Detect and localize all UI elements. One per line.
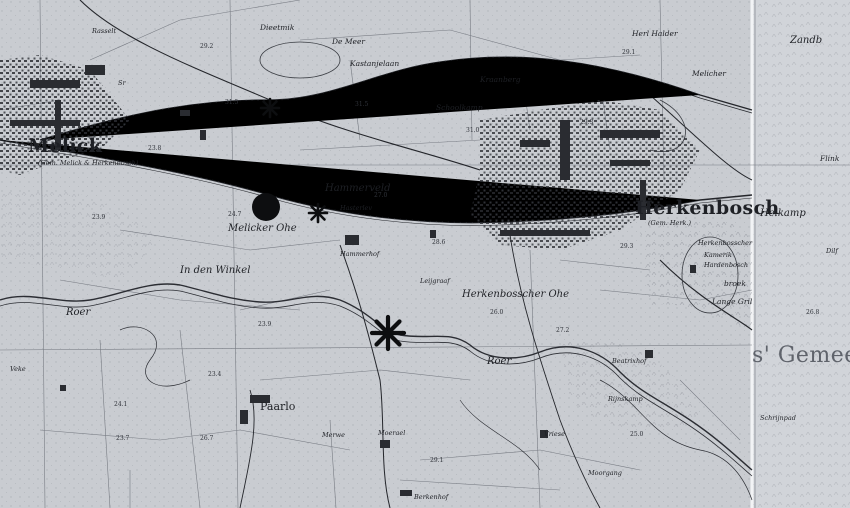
elevation-label: 23.9	[258, 321, 272, 328]
elevation-label: 27.2	[556, 327, 570, 334]
label-herkenbosch-sub: (Gem. Herk.)	[648, 219, 692, 227]
elevation-label: 24.1	[114, 401, 128, 408]
label-hasterlev: Hasterlev	[340, 204, 373, 212]
elevation-label: 26.7	[200, 435, 214, 442]
label-hammerhof: Hammerhof	[340, 250, 380, 258]
label-gemeente-partial: s' Gemee	[752, 343, 850, 368]
elevation-label: 29.1	[622, 49, 636, 56]
elevation-label: 26.8	[806, 309, 820, 316]
asterisk-marker-north	[259, 97, 281, 119]
herkenbosch-town-area	[470, 100, 700, 250]
label-broek: broek	[724, 279, 746, 288]
label-merwe: Merwe	[322, 431, 346, 439]
label-herkenbosscher-ohe: Herkenbosscher Ohe	[462, 289, 569, 300]
label-leijgraaf: Leijgraaf	[420, 277, 450, 285]
label-heikamp: Heikamp	[760, 208, 806, 219]
label-flink: Flink	[820, 154, 840, 163]
label-sr: Sr	[118, 79, 126, 87]
elevation-label: 23.7	[116, 435, 130, 442]
elevation-label: 28.6	[432, 239, 446, 246]
label-roer-west: Roer	[66, 307, 91, 318]
label-dieetmik: Dieetmik	[260, 23, 295, 32]
label-veke: Veke	[10, 365, 26, 373]
label-kraanberg: Kraanberg	[480, 75, 521, 84]
elevation-label: 29.3	[580, 119, 594, 126]
label-herkenbosch: Herkenbosch	[635, 197, 780, 219]
elevation-label: 25.0	[630, 431, 644, 438]
label-melicker-ohe: Melicker Ohe	[228, 223, 297, 234]
label-dilf: Dilf	[826, 247, 838, 255]
label-lange-gril: Lange Gril	[712, 297, 753, 306]
label-in-den-winkel: In den Winkel	[180, 265, 251, 276]
label-moorgang: Moorgang	[588, 469, 622, 477]
label-melick: Melick	[28, 135, 103, 157]
asterisk-marker-large	[369, 314, 407, 352]
elevation-label: 29.2	[200, 43, 214, 50]
elevation-label: 27.0	[374, 192, 388, 199]
label-heer-halder: Herl Halder	[632, 29, 678, 38]
elevation-label: 23.4	[208, 371, 222, 378]
label-rasselt: Rasselt	[92, 27, 117, 35]
label-hammerveld: Hammerveld	[325, 183, 391, 194]
label-herkenbosscher-1: Herkenbosscher	[698, 239, 753, 247]
label-melick-sub: (Gem. Melick & Herkenbosch)	[38, 159, 139, 167]
elevation-label: 31.5	[225, 99, 239, 106]
label-paarlo: Paarlo	[260, 400, 296, 413]
elevation-label: 29.3	[620, 243, 634, 250]
elevation-label: 26.0	[490, 309, 504, 316]
elevation-label: 29.1	[430, 457, 444, 464]
label-rijnskamp: Rijnskamp	[608, 395, 643, 403]
melick-town-area	[0, 55, 130, 175]
elevation-label: 31.0	[466, 127, 480, 134]
label-berkenhof: Berkenhof	[414, 493, 449, 501]
label-moerael: Moerael	[378, 429, 406, 437]
elevation-label: 31.5	[355, 101, 369, 108]
label-roer-east: Roer	[487, 356, 512, 367]
label-zandb: Zandb	[790, 35, 823, 46]
elevation-label: 23.9	[92, 214, 106, 221]
elevation-label: 23.8	[148, 145, 162, 152]
label-de-meer: De Meer	[332, 37, 365, 46]
filled-circle-marker	[252, 193, 280, 221]
label-melicher: Melicher	[692, 69, 726, 78]
elevation-label: 24.7	[228, 211, 242, 218]
asterisk-marker-middle	[307, 202, 329, 224]
label-beatrixhof: Beatrixhof	[612, 357, 647, 365]
label-herkenbosscher-3: Hardenbosch	[704, 261, 749, 269]
label-vriese: Vriese	[544, 430, 565, 438]
label-kastanjelaan: Kastanjelaan	[350, 59, 400, 68]
label-schrijnpad: Schrijnpad	[760, 414, 796, 422]
label-schoolkamp: Schoolkamp	[436, 103, 483, 112]
label-herkenbosscher-2: Kamerik	[704, 251, 732, 259]
